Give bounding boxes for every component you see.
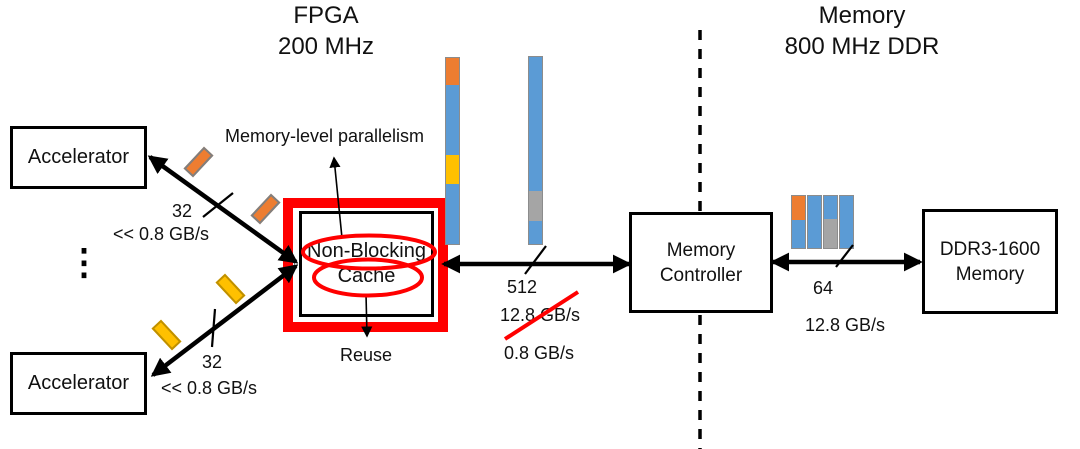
memory-controller-label-line2: Controller [659,264,743,286]
more-accelerators-ellipsis: ⋮ [66,241,102,282]
cache-label-line2: Cache [337,265,396,287]
ddr-bus-width-label: 64 [812,278,834,298]
bar-segment-blue [446,85,459,155]
packet-orange-2 [250,193,281,225]
bar-segment-blue [446,184,459,244]
memory-title-line2: 800 MHz DDR [784,33,940,60]
bar-segment-gray [529,191,542,221]
memory-controller-box: Memory Controller [629,212,773,313]
accelerator-box-bottom: Accelerator [10,352,147,415]
request-bar-ddr-4 [839,195,854,249]
request-bar-ddr-1 [791,195,806,249]
fpga-title: FPGA 200 MHz [216,0,436,62]
request-bar-ddr-2 [807,195,822,249]
accelerator-box-top: Accelerator [10,126,147,189]
packet-gold-1 [151,319,182,351]
bar-segment-blue [529,221,542,244]
packet-orange-1 [183,146,214,178]
bar-segment-gold [446,155,459,184]
request-bar-ddr-3 [823,195,838,249]
bar-segment-blue [824,196,837,219]
bar-segment-blue [529,57,542,191]
packet-gold-2 [215,273,246,305]
ddr-label-line2: Memory [955,263,1025,285]
cache-label-line1: Non-Blocking [307,240,426,262]
cache-box: Non-Blocking Cache [299,211,434,317]
accelerator-top-label: Accelerator [27,146,130,168]
request-bar-cache-left [445,57,460,245]
accelerator-bottom-label: Accelerator [27,372,130,394]
bus-width-tick-cache [524,245,547,275]
memory-controller-label-line1: Memory [666,239,736,261]
bar-segment-blue [808,196,821,248]
lower-bandwidth-label: << 0.8 GB/s [160,378,258,398]
lower-bus-width-label: 32 [201,352,223,372]
request-bar-cache-right [528,56,543,245]
bar-segment-orange [446,58,459,85]
cache-bus-width-label: 512 [506,277,538,297]
fpga-title-line1: FPGA [293,2,359,29]
bar-segment-blue [792,220,805,248]
bar-segment-gray [824,219,837,248]
bus-width-tick-lower [210,308,217,348]
ddr-bandwidth-label: 12.8 GB/s [804,315,886,335]
ddr-label-line1: DDR3-1600 [939,238,1041,260]
upper-bandwidth-label: << 0.8 GB/s [112,224,210,244]
memory-title: Memory 800 MHz DDR [752,0,972,62]
cache-bandwidth-struck-label: 12.8 GB/s [499,305,581,325]
reuse-label: Reuse [339,345,393,365]
ddr-memory-box: DDR3-1600 Memory [922,209,1058,314]
mlp-label: Memory-level parallelism [225,126,425,146]
bar-segment-blue [840,196,853,248]
bus-width-tick-upper [202,192,234,218]
bar-segment-orange [792,196,805,220]
upper-bus-width-label: 32 [171,201,193,221]
fpga-title-line2: 200 MHz [277,33,375,60]
cache-bandwidth-effective-label: 0.8 GB/s [503,343,575,363]
memory-title-line1: Memory [818,2,906,29]
